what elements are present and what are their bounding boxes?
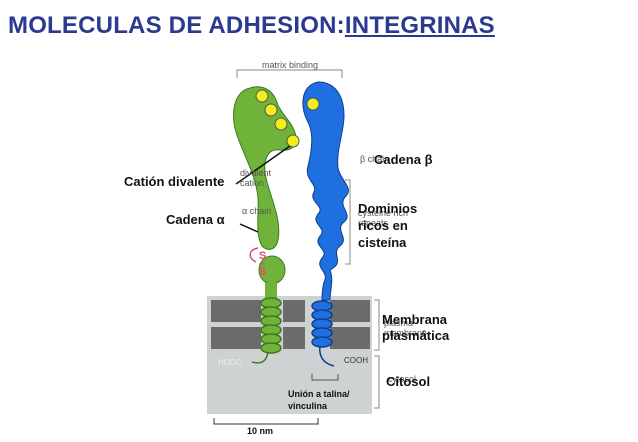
matrix-binding-bracket — [236, 69, 343, 78]
ss-bond-label: S – S — [259, 250, 267, 278]
cation-pointer — [235, 145, 291, 185]
plasma-membrane — [211, 300, 370, 349]
divalent-cations — [255, 89, 300, 148]
membrana-label: Membrana plasmática — [382, 312, 450, 343]
divalent-cation-en-label: divalent cation — [240, 168, 272, 188]
scale-label: 10 nm — [247, 426, 274, 436]
alpha-pointer — [239, 223, 259, 233]
alpha-chain-en-label: α chain — [242, 206, 272, 216]
alpha-transmembrane-helix — [251, 297, 282, 364]
plasma-membrane-en-label: plasma membrane — [384, 318, 428, 338]
title-underlined: INTEGRINAS — [344, 12, 495, 39]
talina-label: Unión a talina/ vinculina — [288, 389, 350, 411]
scale-bar — [213, 418, 319, 425]
matrix-binding-label: matrix binding — [262, 60, 319, 70]
cation-divalente-label: Catión divalente — [124, 174, 225, 189]
cytosol-en-label: cytosol — [388, 374, 417, 384]
cadena-alpha-label: Cadena α — [166, 212, 225, 227]
title-prefix: MOLECULAS DE ADHESION: — [8, 12, 345, 39]
cysteine-bracket — [345, 179, 351, 265]
cooh-label: COOH — [344, 356, 368, 365]
citosol-label: Citosol — [386, 374, 431, 389]
beta-chain-en-label: β chain — [360, 154, 390, 164]
beta-chain — [302, 81, 349, 301]
cadena-beta-label: Cadena β — [374, 152, 433, 167]
hooc-label: HOOC — [218, 358, 242, 367]
page-title: MOLECULAS DE ADHESION:INTEGRINAS — [8, 12, 495, 40]
membrane-bracket — [374, 299, 380, 351]
disulfide-bond — [249, 247, 259, 263]
cysteine-en-label: cysteine rich repeats — [358, 208, 409, 228]
cytosol-bracket — [374, 355, 380, 409]
beta-transmembrane-helix — [311, 300, 335, 367]
beta-cation — [306, 97, 320, 111]
dominios-label: Dominios ricos en cisteína — [358, 201, 418, 250]
talina-bracket — [311, 374, 339, 381]
